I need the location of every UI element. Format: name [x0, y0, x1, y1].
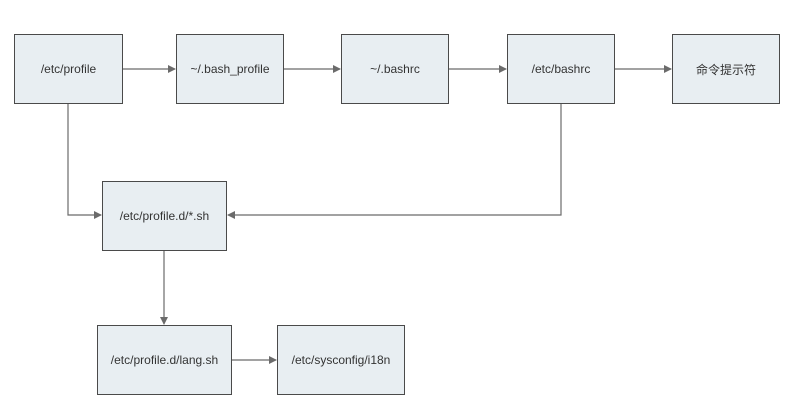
arrow-profile-to-profile-d — [67, 104, 102, 219]
node-etc-bashrc: /etc/bashrc — [507, 34, 615, 104]
node-command-prompt: 命令提示符 — [672, 34, 780, 104]
node-sysconfig-i18n: /etc/sysconfig/i18n — [277, 325, 405, 395]
node-bash-profile: ~/.bash_profile — [176, 34, 284, 104]
arrow-etc-bashrc-to-profile-d — [227, 104, 562, 219]
node-profile-d: /etc/profile.d/*.sh — [102, 181, 227, 251]
node-etc-profile: /etc/profile — [14, 34, 123, 104]
node-lang-sh: /etc/profile.d/lang.sh — [97, 325, 232, 395]
node-bashrc: ~/.bashrc — [341, 34, 449, 104]
